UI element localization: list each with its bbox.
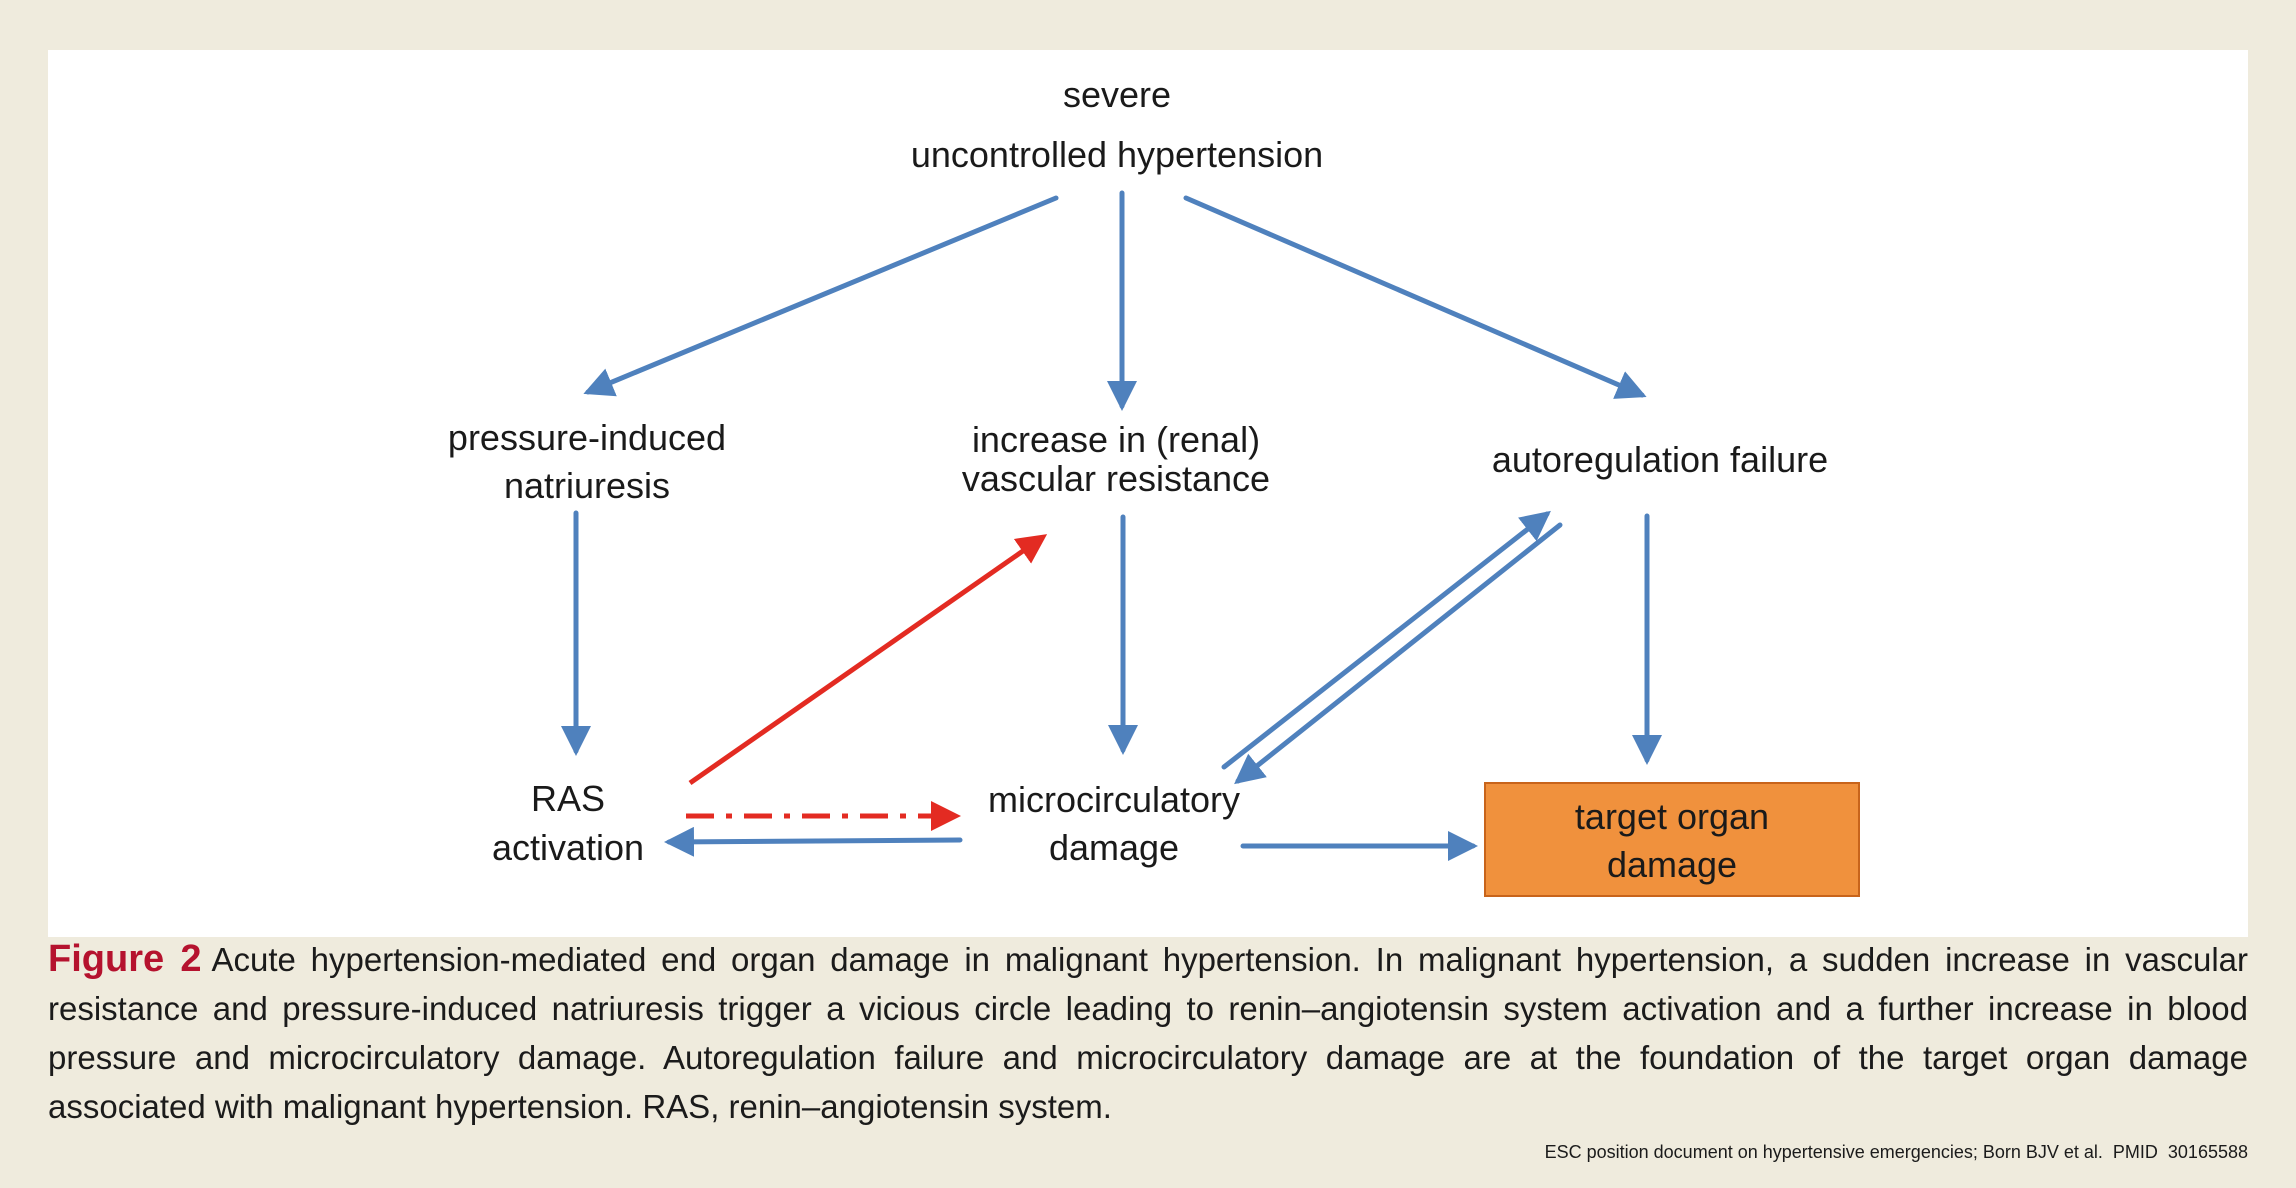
- arrow-ras-to-resistance: [688, 534, 1048, 786]
- ras-node-line1: RAS: [531, 778, 605, 819]
- arrow-micro-to-ras: [664, 826, 963, 857]
- natriuresis-node-line1: pressure-induced: [448, 417, 726, 458]
- micro-node-line1: microcirculatory: [988, 779, 1240, 820]
- natriuresis-node-line2: natriuresis: [504, 465, 670, 506]
- top-node-line1: severe: [1063, 74, 1171, 115]
- resistance-node-line1: increase in (renal): [972, 419, 1260, 460]
- arrow-top-to-natriuresis: [583, 195, 1059, 397]
- resistance-node-line2: vascular resistance: [962, 458, 1270, 499]
- target-node-line1: target organ: [1575, 796, 1769, 837]
- ras-node-line2: activation: [492, 827, 644, 868]
- target-organ-box: [1484, 782, 1860, 897]
- target-node-line2: damage: [1607, 844, 1737, 885]
- arrow-top-to-autoregulation: [1183, 195, 1647, 399]
- caption-text: Acute hypertension-mediated end organ da…: [48, 941, 2248, 1125]
- autoregulation-node: autoregulation failure: [1492, 439, 1828, 480]
- caption-label: Figure 2: [48, 938, 202, 980]
- flow-diagram: severe uncontrolled hypertension pressur…: [448, 74, 1860, 897]
- arrow-autoregulation-to-micro: [1234, 522, 1563, 785]
- source-citation: ESC position document on hypertensive em…: [1544, 1142, 2248, 1162]
- micro-node-line2: damage: [1049, 827, 1179, 868]
- figure-panel: severe uncontrolled hypertension pressur…: [48, 50, 2248, 937]
- top-node-line2: uncontrolled hypertension: [911, 134, 1323, 175]
- arrow-micro-to-autoregulation: [1221, 510, 1551, 770]
